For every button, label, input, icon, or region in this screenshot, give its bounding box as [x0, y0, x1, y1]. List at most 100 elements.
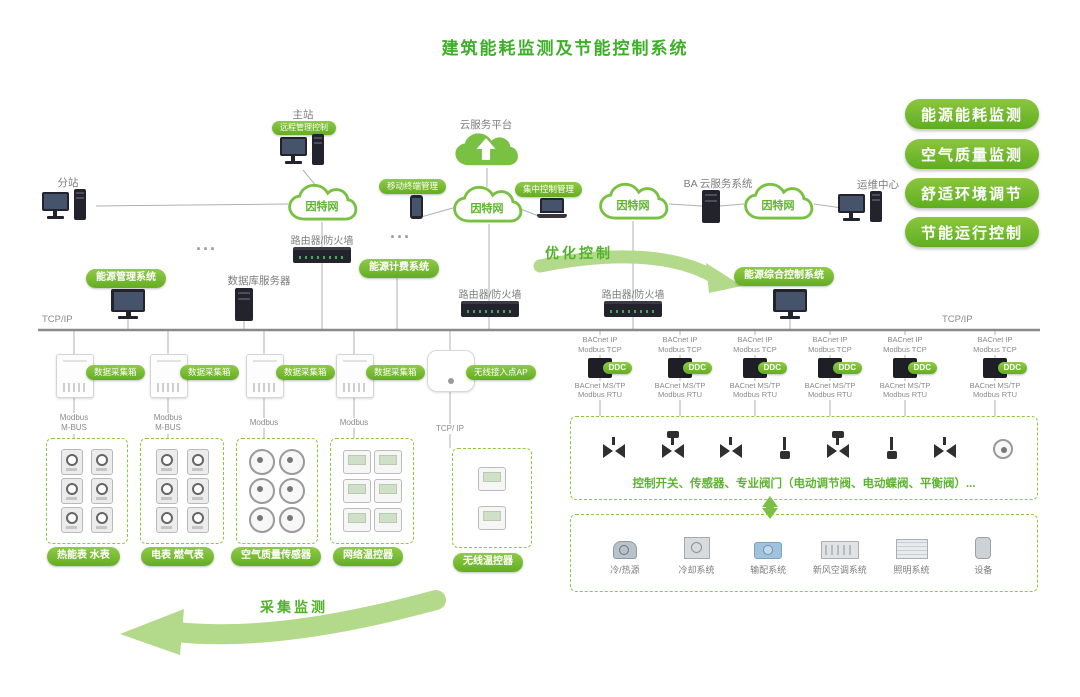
- ddc-controller-icon: DDC: [668, 357, 712, 378]
- protocol-line: M-BUS: [146, 423, 190, 434]
- distribution-pump-icon: [754, 541, 783, 559]
- ba-cloud-label: BA 云服务系统: [683, 178, 753, 190]
- ddc-badge: DDC: [997, 361, 1027, 374]
- control-device-icons: [603, 429, 1013, 459]
- control-devices-box: 控制开关、传感器、专业阀门（电动调节阀、电动蝶阀、平衡阀）...: [570, 416, 1038, 500]
- actuator-valve-icon: [661, 431, 684, 459]
- internet-cloud-label: 因特网: [761, 200, 795, 212]
- equipment-item-ahu: 新风空调系统: [804, 531, 876, 576]
- ellipsis-text-1: ...: [196, 234, 218, 254]
- network-switch-icon-2: [461, 301, 519, 317]
- equipment-item-lighting: 照明系统: [876, 531, 948, 576]
- protocol-label-3: Modbus: [242, 418, 286, 429]
- internet-cloud-label: 因特网: [616, 200, 650, 212]
- round-sensor-icon: [992, 439, 1013, 459]
- electric-gas-meter-group: [140, 438, 224, 544]
- internet-cloud-label: 因特网: [305, 201, 339, 213]
- butterfly-valve-icon: [720, 437, 743, 459]
- electric-meter-icon: [155, 448, 178, 475]
- group-badge-heat-water: 热能表 水表: [47, 547, 120, 566]
- thermostat-icon: [342, 449, 371, 474]
- thermostat-icon: [373, 449, 402, 474]
- mobile-phone-icon: [410, 195, 423, 219]
- integrated-control-badge: 能源综合控制系统: [734, 267, 834, 286]
- tcpip-label-left: TCP/IP: [42, 314, 73, 325]
- sensor-probe-icon: [779, 437, 791, 459]
- heat-meter-icon: [61, 448, 83, 475]
- optimize-label: 优化控制: [545, 245, 613, 261]
- ddc-controller-icon: DDC: [588, 357, 632, 378]
- equipment-item-cooling: 冷却系统: [661, 531, 733, 576]
- equipment-label: 冷/热源: [610, 564, 640, 575]
- router-firewall-label-3: 路由器/防火墙: [601, 290, 665, 301]
- wireless-ap-badge: 无线接入点AP: [466, 365, 536, 380]
- equipment-item-distribution: 输配系统: [732, 531, 804, 576]
- tcpip-label-right: TCP/IP: [942, 314, 973, 325]
- equipment-box: 冷/热源 冷却系统 输配系统 新风空调系统 照明系统 设备: [570, 514, 1038, 592]
- optimize-arrow: [533, 250, 742, 293]
- network-thermostat-group: [330, 438, 414, 544]
- equipment-label: 新风空调系统: [812, 564, 867, 575]
- collector-badge-2: 数据采集箱: [180, 365, 239, 380]
- collect-label: 采集监测: [260, 599, 328, 615]
- collector-box-2: [150, 354, 188, 398]
- ellipsis-text-2: ...: [390, 222, 412, 242]
- cloud-platform-icon: [452, 129, 520, 173]
- generic-device-icon: [975, 536, 992, 559]
- electric-meter-icon: [155, 507, 178, 534]
- billing-badge: 能源计费系统: [359, 259, 439, 278]
- collector-badge-3: 数据采集箱: [276, 365, 335, 380]
- ems-monitor-icon: [110, 289, 146, 321]
- valve-icon: [603, 437, 625, 459]
- collect-arrow: [120, 590, 446, 655]
- remote-mgmt-badge: 远程管理控制: [272, 121, 336, 135]
- feature-badge-saving: 节能运行控制: [905, 217, 1039, 247]
- air-quality-sensor-icon: [279, 477, 305, 504]
- group-badge-electric-gas: 电表 燃气表: [141, 547, 214, 566]
- pump-icon: [612, 540, 637, 559]
- substation-computer-icon: [42, 189, 90, 225]
- network-switch-icon-3: [604, 301, 662, 317]
- feature-badge-energy: 能源能耗监测: [905, 99, 1039, 129]
- thermostat-icon: [342, 508, 371, 533]
- wireless-thermostat-group: [452, 448, 532, 548]
- mobile-terminal-badge: 移动终端管理: [379, 179, 447, 194]
- protocol-label-5: TCP/ IP: [428, 424, 472, 435]
- heat-water-meter-group: [46, 438, 128, 544]
- protocol-line: TCP/ IP: [428, 424, 472, 435]
- db-server-icon: [235, 288, 253, 321]
- router-firewall-label-1: 路由器/防火墙: [290, 236, 354, 247]
- equipment-item-source: 冷/热源: [589, 531, 661, 576]
- ddc-controller-icon: DDC: [743, 357, 787, 378]
- equipment-item-device: 设备: [947, 531, 1019, 576]
- db-server-label: 数据库服务器: [227, 275, 291, 287]
- ddc-badge: DDC: [757, 361, 787, 374]
- heat-meter-icon: [61, 477, 83, 504]
- control-devices-label: 控制开关、传感器、专业阀门（电动调节阀、电动蝶阀、平衡阀）...: [632, 478, 976, 490]
- central-control-badge: 集中控制管理: [515, 182, 583, 197]
- ddc-controller-icon: DDC: [818, 357, 862, 378]
- ems-badge: 能源管理系统: [86, 269, 166, 288]
- collector-badge-4: 数据采集箱: [366, 365, 425, 380]
- thermostat-icon: [342, 478, 371, 503]
- equipment-label: 设备: [974, 564, 993, 575]
- heat-meter-icon: [61, 507, 83, 534]
- gas-meter-icon: [186, 507, 209, 534]
- protocol-line: Modbus: [242, 418, 286, 429]
- protocol-line: Modbus: [146, 413, 190, 424]
- air-handler-icon: [820, 540, 859, 559]
- main-station-computer-icon: [280, 134, 328, 170]
